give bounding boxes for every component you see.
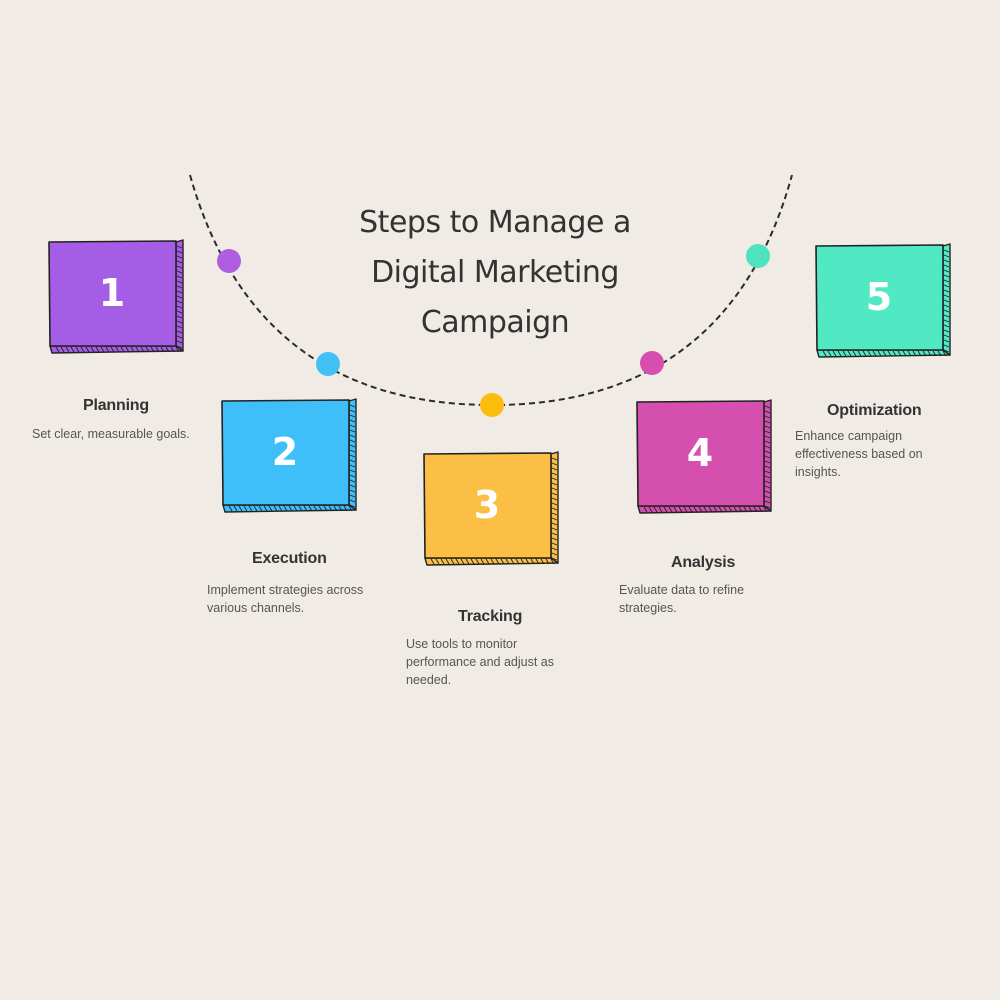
title-line-1: Steps to Manage a bbox=[359, 205, 631, 240]
step-1-box: 1 bbox=[48, 239, 188, 360]
step-5-box: 5 bbox=[815, 243, 955, 364]
step-4-box: 4 bbox=[636, 399, 776, 520]
step-3-box: 3 bbox=[423, 451, 563, 572]
step-4-cube bbox=[636, 399, 772, 514]
step-3-title: Tracking bbox=[458, 608, 523, 625]
step-1-description: Set clear, measurable goals. bbox=[32, 427, 190, 441]
step-2-number: 2 bbox=[271, 430, 299, 474]
arc-dot-3 bbox=[480, 393, 504, 417]
step-5-number: 5 bbox=[865, 275, 893, 319]
step-1-cube bbox=[48, 239, 184, 354]
step-5-title: Optimization bbox=[827, 402, 922, 419]
arc-dot-1 bbox=[217, 249, 241, 273]
step-2-cube bbox=[221, 398, 357, 513]
arc-dot-5 bbox=[746, 244, 770, 268]
title-line-3: Campaign bbox=[420, 305, 570, 340]
arc-dot-2 bbox=[316, 352, 340, 376]
step-3-cube bbox=[423, 451, 559, 566]
arc-dot-4 bbox=[640, 351, 664, 375]
step-2-description: Implement strategies across various chan… bbox=[207, 583, 364, 615]
step-5-description: Enhance campaign effectiveness based on … bbox=[795, 429, 923, 479]
step-3-description: Use tools to monitor performance and adj… bbox=[406, 637, 555, 687]
step-4-number: 4 bbox=[686, 431, 714, 475]
step-5-cube bbox=[815, 243, 951, 358]
step-4-title: Analysis bbox=[671, 554, 736, 571]
step-4-description: Evaluate data to refine strategies. bbox=[619, 583, 745, 615]
title-line-2: Digital Marketing bbox=[371, 255, 619, 290]
step-1-number: 1 bbox=[98, 271, 126, 315]
diagram-title: Steps to Manage a Digital Marketing Camp… bbox=[345, 198, 645, 348]
step-1-title: Planning bbox=[83, 397, 149, 414]
step-2-box: 2 bbox=[221, 398, 361, 519]
step-3-number: 3 bbox=[473, 483, 501, 527]
step-2-title: Execution bbox=[252, 550, 327, 567]
